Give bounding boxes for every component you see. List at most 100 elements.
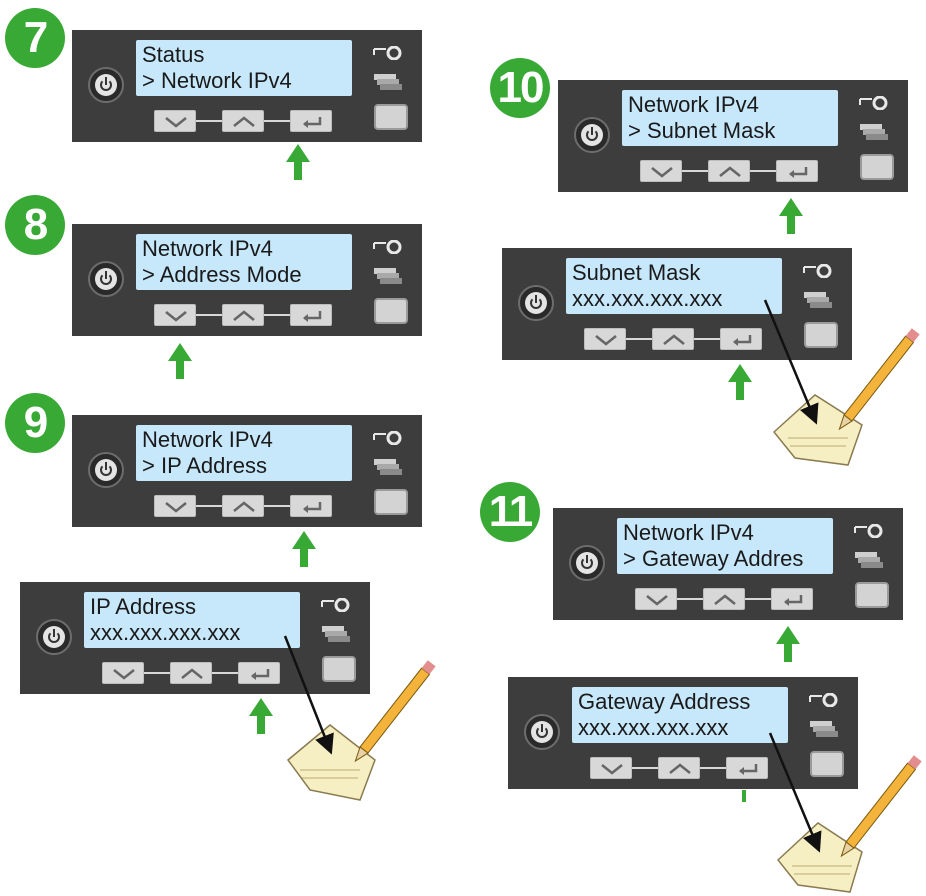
- ribbon-icon: [809, 693, 838, 707]
- card-stack-icon: [810, 721, 838, 737]
- enter-button[interactable]: [290, 495, 332, 517]
- lcd-line-2: > Network IPv4: [142, 68, 292, 93]
- down-button[interactable]: [590, 757, 632, 779]
- enter-icon: [303, 502, 322, 513]
- enter-icon: [739, 764, 758, 775]
- up-button[interactable]: [708, 160, 750, 182]
- chevron-up-icon: [714, 594, 736, 605]
- enter-icon: [303, 117, 322, 128]
- lcd-line-1: Network IPv4: [142, 236, 273, 261]
- power-button[interactable]: [36, 619, 72, 655]
- down-button[interactable]: [102, 662, 144, 684]
- enter-button[interactable]: [776, 160, 818, 182]
- chevron-down-icon: [165, 117, 187, 128]
- chevron-up-icon: [233, 310, 255, 321]
- green-up-arrow-icon: [292, 531, 316, 567]
- ribbon-icon: [859, 96, 888, 110]
- lcd-line-1: Network IPv4: [142, 427, 273, 452]
- panel-step-11: Network IPv4 > Gateway Addres: [553, 508, 903, 620]
- lcd-line-1: Network IPv4: [628, 92, 759, 117]
- enter-button[interactable]: [238, 662, 280, 684]
- panel-step-9: Network IPv4 > IP Address: [72, 415, 422, 527]
- down-button[interactable]: [154, 110, 196, 132]
- up-button[interactable]: [652, 328, 694, 350]
- nav-buttons: [154, 110, 334, 132]
- card-stack-icon: [374, 459, 402, 475]
- menu-button[interactable]: [374, 489, 408, 515]
- lcd-line-2: > Gateway Addres: [623, 546, 804, 571]
- card-stack-icon: [860, 124, 888, 140]
- lcd-display: Subnet Mask xxx.xxx.xxx.xxx: [566, 258, 782, 314]
- green-up-arrow-icon: [728, 364, 752, 400]
- step-10-badge: 10: [490, 58, 550, 118]
- nav-buttons: [154, 304, 334, 326]
- panel-subnet-mask: Subnet Mask xxx.xxx.xxx.xxx: [502, 248, 852, 360]
- lcd-line-2: xxx.xxx.xxx.xxx: [90, 620, 241, 645]
- green-up-arrow-icon: [779, 198, 803, 234]
- card-stack-icon: [374, 268, 402, 284]
- enter-button[interactable]: [771, 588, 813, 610]
- power-icon: [576, 552, 598, 574]
- up-button[interactable]: [222, 110, 264, 132]
- power-button[interactable]: [88, 67, 124, 103]
- ribbon-icon: [321, 598, 350, 612]
- power-button[interactable]: [518, 285, 554, 321]
- menu-button[interactable]: [810, 751, 844, 777]
- lcd-line-1: Status: [142, 42, 205, 67]
- menu-button[interactable]: [855, 582, 889, 608]
- chevron-down-icon: [601, 764, 623, 775]
- card-stack-icon: [804, 292, 832, 308]
- chevron-down-icon: [165, 311, 187, 322]
- green-up-arrow-icon: [168, 343, 192, 379]
- menu-button[interactable]: [374, 298, 408, 324]
- nav-buttons: [590, 757, 770, 779]
- up-button[interactable]: [703, 588, 745, 610]
- nav-buttons: [154, 495, 334, 517]
- down-button[interactable]: [635, 588, 677, 610]
- up-button[interactable]: [170, 662, 212, 684]
- menu-button[interactable]: [804, 322, 838, 348]
- enter-icon: [784, 595, 803, 606]
- card-stack-icon: [374, 74, 402, 90]
- enter-button[interactable]: [726, 757, 768, 779]
- ribbon-icon: [373, 46, 402, 60]
- chevron-up-icon: [719, 166, 741, 177]
- down-button[interactable]: [154, 495, 196, 517]
- down-button[interactable]: [640, 160, 682, 182]
- lcd-line-2: > Address Mode: [142, 262, 302, 287]
- down-button[interactable]: [154, 304, 196, 326]
- power-button[interactable]: [88, 261, 124, 297]
- panel-gateway-address: Gateway Address xxx.xxx.xxx.xxx: [508, 677, 858, 789]
- menu-button[interactable]: [322, 656, 356, 682]
- down-button[interactable]: [584, 328, 626, 350]
- pencil-icon: [840, 755, 922, 858]
- power-button[interactable]: [569, 545, 605, 581]
- green-up-arrow-icon: [742, 790, 746, 802]
- lcd-line-2: xxx.xxx.xxx.xxx: [572, 286, 723, 311]
- chevron-down-icon: [595, 335, 617, 346]
- menu-button[interactable]: [860, 154, 894, 180]
- power-button[interactable]: [88, 452, 124, 488]
- enter-button[interactable]: [290, 304, 332, 326]
- ribbon-icon: [373, 431, 402, 445]
- up-button[interactable]: [658, 757, 700, 779]
- enter-button[interactable]: [720, 328, 762, 350]
- step-7-badge: 7: [5, 8, 65, 68]
- power-button[interactable]: [524, 714, 560, 750]
- ribbon-icon: [803, 264, 832, 278]
- lcd-line-2: xxx.xxx.xxx.xxx: [578, 715, 729, 740]
- green-up-arrow-icon: [249, 698, 273, 734]
- lcd-line-1: Subnet Mask: [572, 260, 701, 285]
- pencil-icon: [838, 328, 920, 431]
- chevron-up-icon: [669, 763, 691, 774]
- step-8-badge: 8: [5, 195, 65, 255]
- lcd-display: IP Address xxx.xxx.xxx.xxx: [84, 592, 300, 648]
- power-button[interactable]: [574, 117, 610, 153]
- lcd-display: Network IPv4 > Address Mode: [136, 234, 352, 290]
- up-button[interactable]: [222, 495, 264, 517]
- menu-button[interactable]: [374, 104, 408, 130]
- lcd-display: Status > Network IPv4: [136, 40, 352, 96]
- up-button[interactable]: [222, 304, 264, 326]
- enter-button[interactable]: [290, 110, 332, 132]
